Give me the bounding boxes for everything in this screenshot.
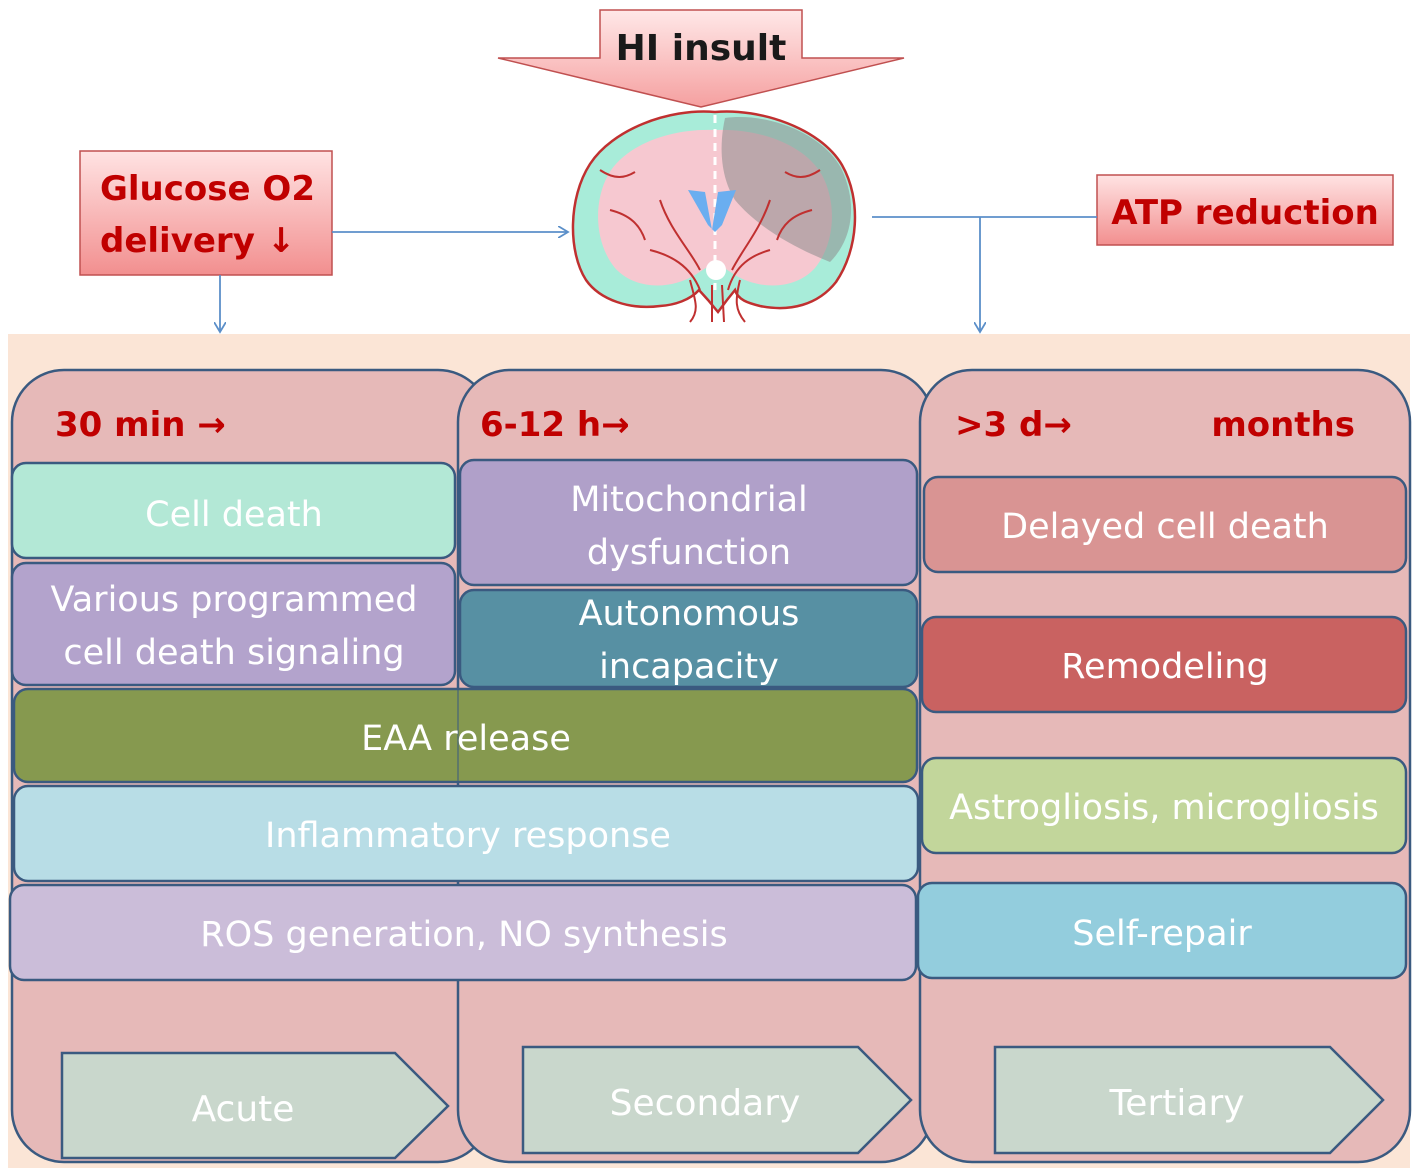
cell-death-label: Cell death [145, 495, 323, 535]
secondary-phase-arrow [521, 1045, 913, 1155]
programmed-label-line1: Various programmed [51, 580, 418, 620]
brain-illustration [571, 110, 857, 323]
autonomous-box [458, 588, 919, 689]
atp-reduction-box: ATP reduction [1096, 174, 1394, 246]
remodeling-label: Remodeling [1061, 647, 1268, 687]
glucose-o2-box: Glucose O2 delivery ↓ [79, 150, 333, 276]
inflammatory-box [12, 784, 920, 883]
time-tertiary-end: months [1211, 405, 1355, 445]
eaa-box [12, 687, 919, 784]
delayed-box [922, 475, 1408, 574]
secondary-phase-label: Secondary [610, 1083, 801, 1124]
gliosis-label: Astrogliosis, microgliosis [949, 788, 1379, 828]
autonomous-label-line2: incapacity [599, 647, 779, 687]
programmed-label-line2: cell death signaling [63, 633, 404, 673]
gliosis-box [920, 756, 1408, 855]
glucose-line1: Glucose O2 [100, 169, 315, 209]
time-tertiary: >3 d→ [955, 405, 1072, 445]
ros-box [8, 883, 918, 982]
hi-insult-arrow: HI insult [497, 9, 905, 108]
cell-death-box [10, 461, 457, 560]
time-acute: 30 min → [55, 405, 226, 445]
mito-label-line1: Mitochondrial [570, 480, 808, 520]
autonomous-label-line1: Autonomous [579, 594, 800, 634]
ros-label: ROS generation, NO synthesis [200, 915, 727, 955]
time-secondary: 6-12 h→ [480, 405, 630, 445]
programmed-death-box [10, 561, 457, 687]
tertiary-phase-arrow [993, 1045, 1385, 1155]
remodeling-box [920, 615, 1408, 714]
acute-phase-arrow [60, 1051, 450, 1160]
mito-box [458, 458, 919, 587]
hi-insult-label: HI insult [616, 28, 787, 69]
eaa-label: EAA release [361, 719, 571, 759]
glucose-line2: delivery ↓ [100, 221, 295, 261]
acute-phase-label: Acute [192, 1089, 295, 1130]
atp-label: ATP reduction [1111, 193, 1379, 233]
tertiary-phase-label: Tertiary [1108, 1083, 1244, 1124]
inflammatory-label: Inflammatory response [265, 816, 671, 856]
self-repair-label: Self-repair [1072, 914, 1252, 954]
mito-label-line2: dysfunction [587, 533, 791, 573]
delayed-label: Delayed cell death [1001, 507, 1329, 547]
connector-arrows [220, 216, 1097, 332]
self-repair-box [916, 881, 1408, 980]
